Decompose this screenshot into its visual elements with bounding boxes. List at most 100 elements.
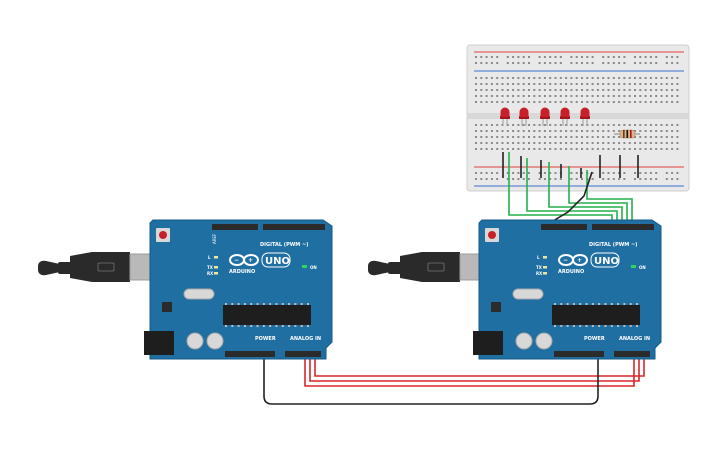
chip-pin — [275, 325, 278, 327]
red-wire-2[interactable] — [309, 352, 640, 382]
red-wire-1[interactable] — [304, 352, 635, 387]
header-digital-1[interactable] — [541, 224, 587, 230]
chip-pin — [636, 303, 638, 305]
breadboard-hole — [644, 130, 647, 132]
header-digital-2[interactable] — [263, 224, 325, 230]
breadboard-hole — [538, 62, 541, 64]
breadboard-hole — [676, 89, 679, 91]
breadboard-hole — [644, 124, 647, 126]
breadboard-hole — [591, 142, 594, 144]
capacitor-1 — [515, 332, 533, 350]
breadboard-hole — [554, 136, 557, 138]
breadboard-hole — [480, 101, 483, 103]
breadboard-hole — [581, 101, 583, 103]
red-wires[interactable] — [304, 352, 645, 387]
breadboard-hole — [496, 136, 499, 138]
red-wire-3[interactable] — [314, 352, 645, 377]
breadboard-hole — [506, 62, 509, 64]
breadboard-hole — [485, 172, 488, 174]
breadboard-hole — [655, 178, 658, 180]
resistor[interactable] — [614, 129, 640, 139]
breadboard-hole — [533, 136, 536, 138]
l-label: L — [208, 255, 211, 260]
breadboard-hole — [628, 89, 631, 91]
breadboard-hole — [549, 130, 552, 132]
breadboard-hole — [575, 172, 578, 174]
header-digital-1[interactable] — [212, 224, 258, 230]
breadboard-hole — [522, 142, 525, 144]
svg-text:−: − — [234, 257, 239, 264]
breadboard-holes — [475, 56, 679, 180]
breadboard-hole — [618, 62, 621, 64]
black-wire-breadboard-gnd[interactable] — [552, 171, 593, 222]
breadboard-hole — [559, 136, 562, 138]
usb-plug-logo — [427, 262, 445, 272]
breadboard-hole — [512, 62, 515, 64]
breadboard-hole — [554, 142, 557, 144]
breadboard-hole — [549, 172, 552, 174]
breadboard-hole — [586, 101, 589, 103]
breadboard-hole — [517, 95, 520, 97]
breadboard-hole — [649, 142, 652, 144]
breadboard-hole — [639, 136, 642, 138]
breadboard-hole — [639, 62, 642, 64]
breadboard-hole — [660, 101, 663, 103]
green-wire-3[interactable] — [548, 162, 623, 231]
arduino-uno-right[interactable]: DIGITAL (PWM ~) ON L TX RX − + UNO ARDUI… — [473, 219, 662, 360]
arduino-uno-left[interactable]: AREF DIGITAL (PWM ~) ON L TX RX − + UNO … — [144, 219, 333, 360]
chip-pin — [256, 325, 259, 327]
breadboard-hole — [602, 148, 605, 150]
breadboard-hole — [612, 148, 615, 150]
breadboard-hole — [644, 62, 647, 64]
header-analog[interactable] — [285, 351, 321, 357]
breadboard-hole — [596, 130, 599, 132]
breadboard-hole — [644, 83, 647, 85]
chip-pin — [566, 303, 569, 305]
uno-logo-box — [261, 252, 291, 268]
led-red-4[interactable] — [560, 107, 570, 118]
breadboard-hole — [596, 136, 599, 138]
breadboard-hole — [607, 142, 610, 144]
breadboard-hole — [559, 56, 562, 58]
chip-pin — [281, 303, 284, 305]
breadboard-hole — [581, 124, 583, 126]
breadboard-hole — [591, 178, 594, 180]
breadboard-hole — [538, 142, 541, 144]
breadboard-hole — [512, 89, 515, 91]
breadboard-hole — [528, 83, 530, 85]
atmega-chip-pins — [554, 303, 638, 327]
breadboard-hole — [671, 89, 674, 91]
l-label: L — [537, 255, 540, 260]
led-red-5[interactable] — [580, 107, 590, 118]
green-wire-4[interactable] — [568, 166, 628, 231]
black-wire-gnd-link[interactable] — [263, 354, 599, 405]
breadboard-hole — [634, 77, 636, 79]
led-red-2[interactable] — [519, 107, 529, 118]
breadboard-hole — [543, 62, 546, 64]
breadboard-hole — [570, 83, 573, 85]
breadboard-hole — [565, 89, 568, 91]
breadboard-hole — [549, 77, 552, 79]
breadboard-hole — [660, 83, 663, 85]
header-analog[interactable] — [614, 351, 650, 357]
breadboard-hole — [596, 124, 599, 126]
breadboard-hole — [634, 178, 636, 180]
chip-pin — [275, 303, 278, 305]
led-group[interactable] — [500, 107, 590, 127]
breadboard-hole — [517, 124, 520, 126]
dc-jack[interactable] — [144, 331, 174, 355]
led-red-1[interactable] — [500, 107, 510, 118]
dc-jack[interactable] — [473, 331, 503, 355]
chip-pin — [243, 325, 246, 327]
breadboard-hole — [554, 95, 557, 97]
header-digital-2[interactable] — [592, 224, 654, 230]
breadboard-hole — [565, 142, 568, 144]
header-power[interactable] — [554, 351, 604, 357]
header-power[interactable] — [225, 351, 275, 357]
breadboard-hole — [660, 124, 663, 126]
breadboard-hole — [554, 148, 557, 150]
led-red-3[interactable] — [540, 107, 550, 118]
breadboard-hole — [655, 136, 658, 138]
breadboard-hole — [655, 124, 658, 126]
breadboard-hole — [485, 77, 488, 79]
